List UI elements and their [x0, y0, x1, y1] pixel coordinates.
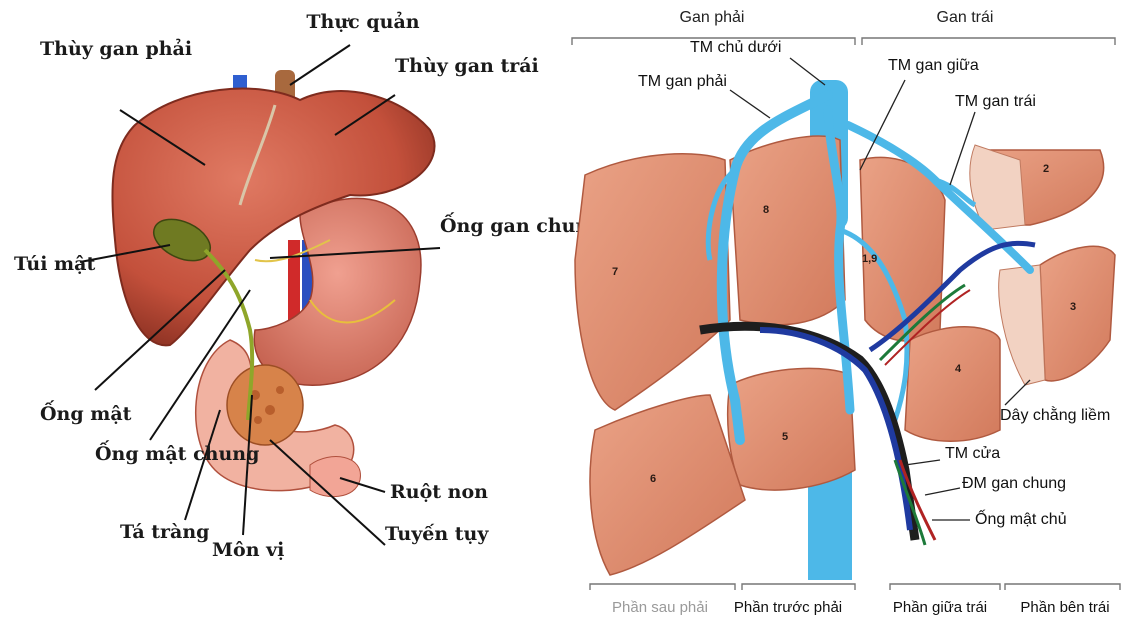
segment-label-phan-ben-trai: Phần bên trái [1020, 599, 1109, 616]
label-tuyen-tuy: Tuyến tụy [385, 523, 489, 545]
bracket-phan-truoc-phai [742, 584, 855, 590]
segment-label-phan-giua-trai: Phần giữa trái [893, 599, 987, 616]
segment-4 [905, 327, 1000, 441]
label-thuy-gan-trai: Thùy gan trái [395, 55, 539, 77]
seg-num-8: 8 [763, 204, 769, 216]
segment-6 [590, 395, 745, 575]
label-tm-gan-phai: TM gan phải [638, 73, 727, 90]
segment-label-phan-sau-phai: Phần sau phải [612, 599, 708, 616]
leader-tm-cua [905, 460, 940, 465]
seg-num-4: 4 [955, 363, 962, 375]
svg-text:Thực quản: Thực quản [306, 11, 419, 33]
bracket-phan-ben-trai [1005, 584, 1120, 590]
right-illustration: Gan phải Gan trái 7 8 1,9 [572, 9, 1120, 616]
leader-thuc-quan [290, 45, 350, 85]
label-tm-gan-giua: TM gan giữa [888, 57, 979, 74]
label-tui-mat: Túi mật [14, 253, 95, 275]
segment-label-phan-truoc-phai: Phần trước phải [734, 599, 842, 616]
label-ruot-non: Ruột non [390, 481, 488, 503]
label-dm-gan-chung: ĐM gan chung [962, 475, 1066, 492]
segment-7 [575, 154, 730, 410]
label-ong-mat-chung: Ống mật chung [95, 440, 259, 465]
header-gan-phai: Gan phải [680, 9, 745, 26]
label-tm-cua: TM cửa [945, 445, 1000, 462]
label-thuy-gan-phai: Thùy gan phải [40, 38, 192, 60]
seg-num-5: 5 [782, 431, 788, 443]
leader-tm-chu-duoi [790, 58, 825, 85]
small-intestine-shape [310, 457, 360, 497]
label-ta-trang: Tá tràng [120, 521, 209, 543]
label-ong-mat-chu: Ống mật chủ [975, 508, 1067, 528]
label-day-chang-liem: Dây chằng liềm [1000, 405, 1110, 424]
label-ong-mat: Ống mật [40, 400, 132, 425]
left-illustration: Thực quản Thùy gan phải Thùy gan trái Tú… [14, 11, 603, 561]
leader-dm-gan-chung [925, 488, 960, 495]
bracket-gan-trai [862, 38, 1115, 45]
header-gan-trai: Gan trái [937, 9, 994, 26]
ligament-lower [999, 265, 1045, 385]
seg-num-3: 3 [1070, 301, 1076, 313]
seg-num-6: 6 [650, 473, 656, 485]
seg-num-2: 2 [1043, 163, 1049, 175]
leader-tm-gan-phai [730, 90, 770, 118]
label-thuc-quan: Thực quản [306, 11, 419, 33]
segment-3 [1040, 246, 1115, 381]
leader-day-chang-liem [1005, 380, 1030, 405]
label-tm-chu-duoi: TM chủ dưới [690, 39, 781, 56]
label-mon-vi: Môn vị [212, 539, 284, 561]
segment-5 [728, 368, 855, 490]
seg-num-7: 7 [612, 266, 618, 278]
bracket-phan-sau-phai [590, 584, 735, 590]
label-tm-gan-trai: TM gan trái [955, 93, 1036, 110]
pancreas-shape [227, 365, 303, 445]
seg-num-1-9: 1,9 [862, 253, 877, 265]
segment-8 [730, 136, 845, 325]
bracket-phan-giua-trai [890, 584, 1000, 590]
